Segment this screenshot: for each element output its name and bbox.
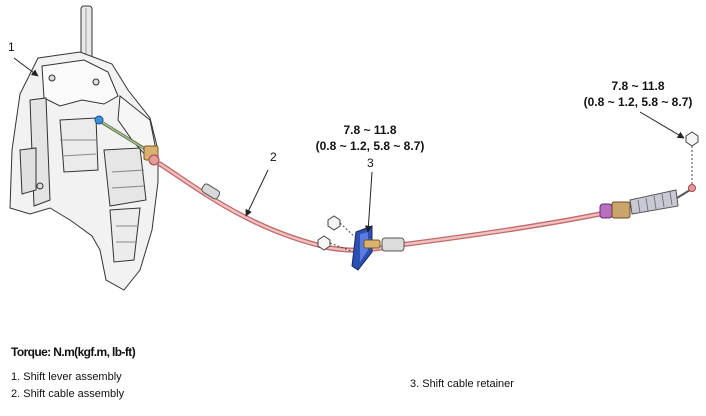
cable-sleeve — [201, 183, 221, 200]
torque-conversion: (0.8 ~ 1.2, 5.8 ~ 8.7) — [315, 139, 425, 153]
legend-title: Torque: N.m(kgf.m, lb-ft) — [11, 345, 136, 359]
nut-icon — [685, 131, 699, 184]
callout-3: 3 — [367, 156, 374, 170]
torque-value: 7.8 ~ 11.8 — [611, 79, 665, 93]
cable-ferrule — [381, 237, 405, 252]
shift-cable-retainer — [317, 215, 381, 271]
connector-icon — [94, 115, 104, 125]
cable-end-boot — [599, 184, 696, 219]
torque-conversion: (0.8 ~ 1.2, 5.8 ~ 8.7) — [583, 95, 693, 109]
callout-2: 2 — [270, 150, 277, 164]
torque-spec-retainer: 7.8 ~ 11.8 (0.8 ~ 1.2, 5.8 ~ 8.7) — [310, 122, 430, 154]
legend-item: 1. Shift lever assembly — [11, 371, 122, 383]
shift-linkage — [94, 115, 160, 166]
leader-lines — [13, 57, 685, 233]
callout-1: 1 — [8, 40, 15, 54]
callout-3-leader — [364, 171, 373, 233]
torque-spec-cable-end: 7.8 ~ 11.8 (0.8 ~ 1.2, 5.8 ~ 8.7) — [578, 78, 698, 110]
callout-1-leader — [13, 57, 39, 77]
shift-lever-assembly — [9, 5, 159, 291]
legend-item: 2. Shift cable assembly — [11, 388, 125, 400]
torque-value: 7.8 ~ 11.8 — [343, 123, 397, 137]
shift-cable — [157, 161, 696, 253]
cable-end-eye — [148, 154, 160, 166]
bolt-icon — [327, 215, 357, 239]
bolt-icon — [317, 235, 355, 253]
callout-2-leader — [245, 169, 269, 217]
torque-leader — [639, 111, 685, 139]
legend-item: 3. Shift cable retainer — [410, 378, 514, 390]
